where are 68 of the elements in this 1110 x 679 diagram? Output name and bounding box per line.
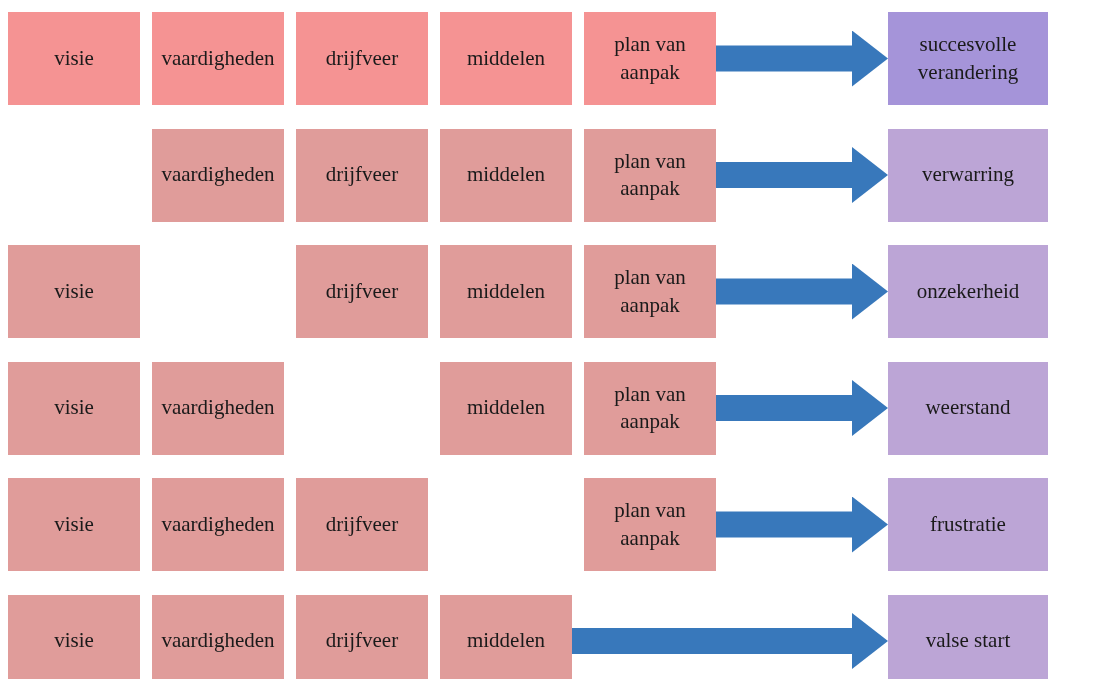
factor-box [8,245,140,338]
block-arrow [716,496,888,553]
box-label: plan van aanpak [613,264,687,319]
factor-box [152,594,284,679]
box-label: plan van aanpak [613,380,687,435]
factor-box [440,128,572,222]
block-arrow [572,613,888,669]
block-arrow [716,263,888,320]
box-label: middelen [466,44,546,72]
outcome-box [888,361,1048,455]
box-label: middelen [466,394,546,422]
box-label: vaardigheden [161,394,275,422]
box-label: visie [54,394,94,422]
box-label: visie [54,44,94,72]
block-arrow [716,380,888,436]
factor-box [8,478,140,571]
box-label: vaardigheden [161,627,275,655]
outcome-box [888,12,1048,105]
factor-box [8,594,140,679]
box-label: visie [54,510,94,538]
factor-box [584,128,716,222]
box-label: plan van aanpak [613,31,687,86]
factor-box [440,361,572,455]
factor-box [152,361,284,455]
factor-box [152,128,284,222]
box-label: vaardigheden [161,44,275,72]
box-label: visie [54,627,94,655]
factor-box [296,478,428,571]
factor-box [584,12,716,105]
factor-box [8,361,140,455]
outcome-box [888,594,1048,679]
box-label: vaardigheden [161,510,275,538]
factor-box [584,361,716,455]
box-label: visie [54,277,94,305]
outcome-box [888,478,1048,571]
factor-box [440,12,572,105]
factor-box [8,12,140,105]
box-label: onzekerheid [916,277,1020,305]
box-label: middelen [466,277,546,305]
box-label: frustratie [930,510,1006,538]
factor-box [296,594,428,679]
box-label: drijfveer [325,161,399,189]
block-arrow [716,30,888,87]
box-label: vaardigheden [161,161,275,189]
factor-box [152,478,284,571]
box-label: middelen [466,627,546,655]
factor-box [440,245,572,338]
factor-box [584,478,716,571]
factor-box [296,245,428,338]
box-label: drijfveer [325,277,399,305]
box-label: middelen [466,161,546,189]
box-label: verwarring [921,161,1015,189]
outcome-box [888,128,1048,222]
factor-box [440,594,572,679]
box-label: drijfveer [325,44,399,72]
factor-box [296,128,428,222]
outcome-box [888,245,1048,338]
box-label: weerstand [925,394,1011,422]
box-label: plan van aanpak [613,147,687,202]
factor-box [152,12,284,105]
box-label: drijfveer [325,510,399,538]
box-label: plan van aanpak [613,497,687,552]
box-label: valse start [925,627,1011,655]
block-arrow [716,147,888,203]
box-label: succesvolle verandering [916,31,1020,86]
factor-box [584,245,716,338]
factor-box [296,12,428,105]
box-label: drijfveer [325,627,399,655]
